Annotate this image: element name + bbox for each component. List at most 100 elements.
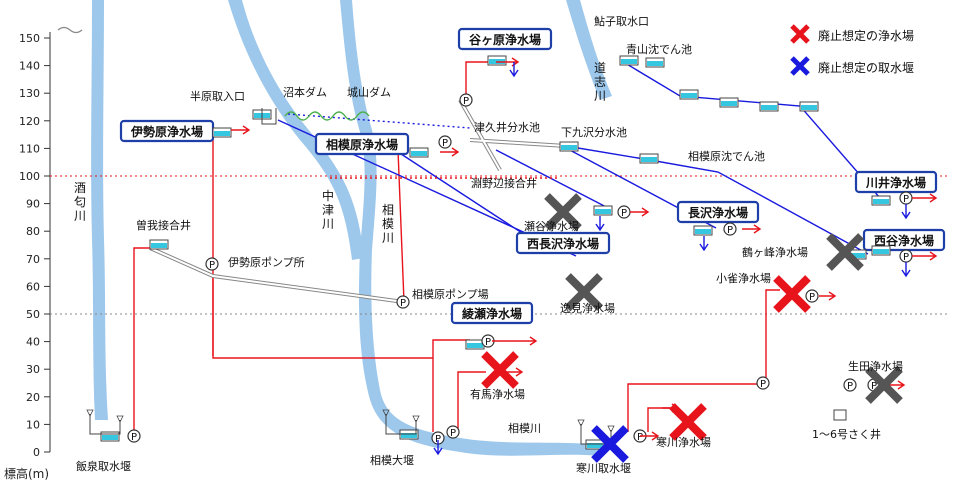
dotted-blue-level: [287, 113, 471, 129]
plant-ayase-label: 綾瀬浄水場: [462, 306, 522, 321]
label-sagamihara-pump: 相模原ポンプ場: [412, 288, 489, 301]
pump-label: P: [727, 225, 733, 236]
line-red-sagami-weir: [432, 339, 486, 432]
pump-label: P: [400, 298, 406, 309]
rivers: [91, 0, 612, 456]
tank-water: [621, 59, 637, 64]
pump-label: P: [450, 428, 456, 439]
plant-sagamihara-label: 相模原浄水場: [326, 137, 398, 152]
line-red-iizumi: [133, 247, 150, 432]
tank-water: [214, 131, 230, 136]
outflow-arrow: [640, 431, 660, 441]
tank-water: [467, 343, 483, 348]
pump-label: P: [442, 138, 448, 149]
pump-icon: [127, 429, 141, 443]
pump-label: P: [435, 434, 441, 445]
outflow-arrow: [630, 207, 650, 217]
axis-unit-label: 標高(m): [4, 466, 49, 481]
river-sagami-label: 相模川: [382, 203, 394, 245]
axis-tick-label: 80: [26, 225, 40, 238]
line-blue-nagasawa-2: [495, 149, 613, 211]
river-doshi-label: 道志川: [594, 61, 606, 103]
tank-water: [587, 443, 603, 448]
tank-water: [849, 253, 865, 258]
close-x-kosuzume: [773, 275, 811, 313]
outflow-arrow: [699, 236, 709, 252]
pump-label: P: [209, 260, 215, 271]
legend-closure-intake: 廃止想定の取水堰: [818, 60, 914, 75]
axis-tick-label: 0: [33, 446, 40, 459]
plant-nishinagasawa-label: 西長沢浄水場: [527, 236, 599, 251]
line-blue-aoyama: [619, 59, 881, 199]
label-shiroyama-dam: 城山ダム: [347, 85, 391, 99]
outflow-arrow: [742, 224, 762, 234]
pipe-tsukui-inner: [459, 99, 567, 171]
pump-label: P: [463, 96, 469, 107]
label-aoyama: 青山沈でん池: [626, 42, 692, 56]
river-sakawa-label: 酒匂川: [74, 181, 86, 223]
tank-water: [595, 209, 611, 214]
pump-label: P: [637, 432, 643, 443]
tank-water: [641, 157, 657, 162]
outflow-arrow: [912, 251, 938, 261]
axis-tick-label: 30: [26, 363, 40, 376]
vertical-label-char: 酒: [74, 181, 86, 195]
legend-closure-plant: 廃止想定の浄水場: [818, 28, 914, 43]
label-samukawa-intake: 寒川取水堰: [576, 461, 631, 475]
vertical-label-char: 道: [594, 61, 606, 75]
axis-tick-label: 150: [19, 32, 40, 45]
tank-water: [873, 249, 889, 254]
vertical-label-char: 川: [382, 231, 394, 245]
weir-gate-icon: [577, 419, 615, 433]
axis-tick-label: 10: [26, 418, 40, 431]
weir-icon: [580, 424, 612, 445]
river-doshi: [566, 0, 612, 100]
label-iseharu-pump: 伊勢原ポンプ所: [228, 255, 305, 269]
tank-water: [151, 243, 167, 248]
pump-label: P: [847, 381, 853, 392]
line-red-iseharu-loop: [212, 276, 433, 359]
green-wave: [284, 111, 370, 121]
axis-tick-label: 120: [19, 115, 40, 128]
weir-icon: [385, 414, 417, 435]
axis-tick-label: 110: [19, 142, 40, 155]
axis-tick-label: 20: [26, 391, 40, 404]
pump-icon: [205, 257, 219, 271]
vertical-label-char: 津: [322, 203, 334, 217]
label-sagami-weir: 相模大堰: [370, 453, 414, 467]
label-samukawa-plant: 寒川浄水場: [656, 435, 711, 449]
close-x-samukawa: [669, 403, 707, 441]
plant-nagasawa-box: [676, 200, 760, 224]
label-ikuta: 生田浄水場: [848, 359, 903, 373]
axis-tick-label: 130: [19, 87, 40, 100]
weir-icon: [89, 414, 121, 435]
hanbara-intake-icon: [261, 108, 277, 125]
label-shimokuzawa-tank: 下九沢分水池: [561, 125, 627, 139]
pump-icon: [843, 378, 857, 392]
pump-label: P: [131, 432, 137, 443]
pump-icon: [396, 295, 410, 309]
well-icon: [833, 409, 847, 421]
vertical-label-char: 川: [322, 217, 334, 231]
label-arima: 有馬浄水場: [470, 387, 525, 401]
outflow-arrow: [492, 336, 538, 346]
vertical-label-char: 川: [74, 209, 86, 223]
vertical-label-char: 志: [594, 75, 606, 89]
label-iizumi-weir: 飯泉取水堰: [76, 459, 131, 473]
plant-nishinagasawa-box: [515, 231, 611, 255]
label-numamoto-dam: 沼本ダム: [283, 85, 327, 99]
axis-tick-label: 40: [26, 336, 40, 349]
plant-yagahara-label: 谷ヶ原浄水場: [469, 32, 541, 47]
outflow-arrow: [440, 147, 460, 157]
label-kosuzume: 小雀浄水場: [716, 271, 771, 285]
pump-icon: [459, 93, 473, 107]
plant-nishiya-label: 西谷浄水場: [874, 233, 934, 248]
pump-icon: [446, 425, 460, 439]
network-lines: [133, 59, 881, 432]
tank-water: [411, 151, 427, 156]
axis-break-icon: [57, 26, 83, 34]
tank-water: [801, 105, 817, 110]
axis-tick-label: 90: [26, 198, 40, 211]
vertical-label-char: 模: [382, 217, 394, 231]
